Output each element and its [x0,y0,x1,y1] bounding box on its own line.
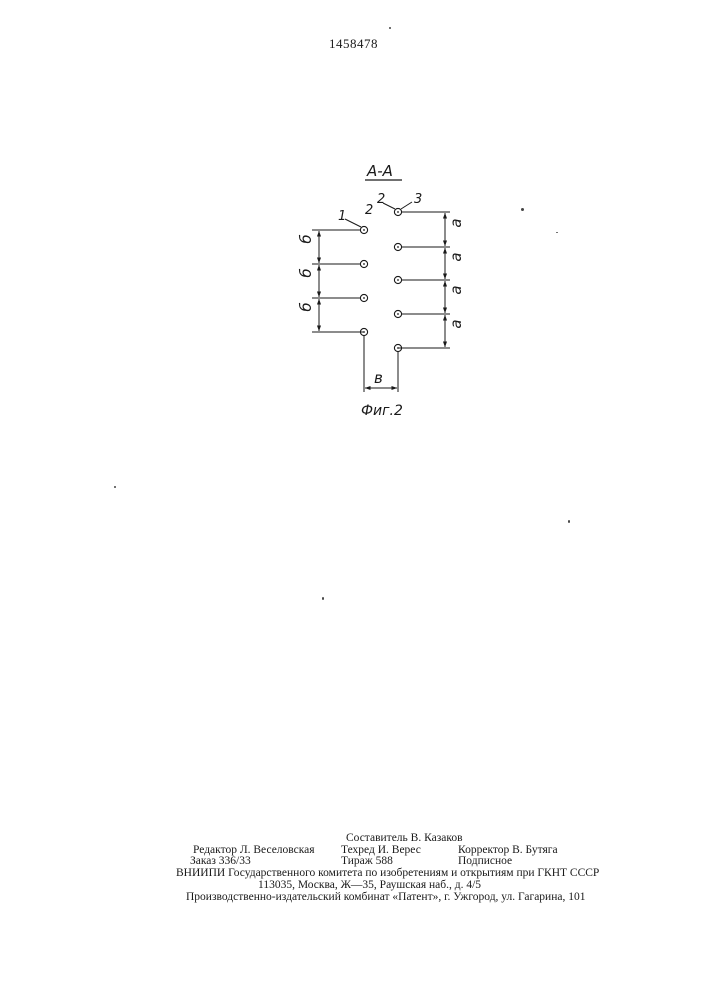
left-hole-row [360,226,367,335]
scan-speck [389,27,391,29]
callout-row-3-hole: 2 [377,192,385,207]
dim-label-a-1: а [447,218,465,227]
scan-speck [114,486,116,488]
scan-speck [568,520,570,523]
dim-label-b-1: б [297,234,315,243]
callout-row-1-hole: 2 [365,203,373,218]
dim-label-b-2: б [297,268,315,277]
right-extension-lines [398,212,450,392]
compiler-credit: Составитель В. Казаков [346,833,463,845]
dim-label-a-4: а [447,319,465,328]
callout-row-3-number: 3 [414,192,422,207]
subscription-note: Подписное [458,856,512,868]
figure-2-section-a-a: А-А [0,0,707,440]
scan-speck [521,208,524,211]
left-extension-lines [312,230,364,392]
left-dimension-labels: б б б [297,234,315,311]
section-label: А-А [366,162,393,180]
callout-row-1-number: 1 [338,209,346,224]
order-number: Заказ 336/33 [190,856,251,868]
publisher-line: Производственно-издательский комбинат «П… [186,892,585,904]
dim-label-v: в [374,369,383,387]
dim-label-b-3: б [297,302,315,311]
figure-caption: Фиг.2 [361,403,403,419]
scan-speck [322,597,324,600]
institute-line: ВНИИПИ Государственного комитета по изоб… [176,868,599,880]
dim-label-a-2: а [447,252,465,261]
right-dimension-labels: а а а а [447,218,465,328]
dim-label-a-3: а [447,285,465,294]
print-run: Тираж 588 [341,856,393,868]
scan-speck [556,232,558,233]
address-line: 113035, Москва, Ж—35, Раушская наб., д. … [258,880,481,892]
